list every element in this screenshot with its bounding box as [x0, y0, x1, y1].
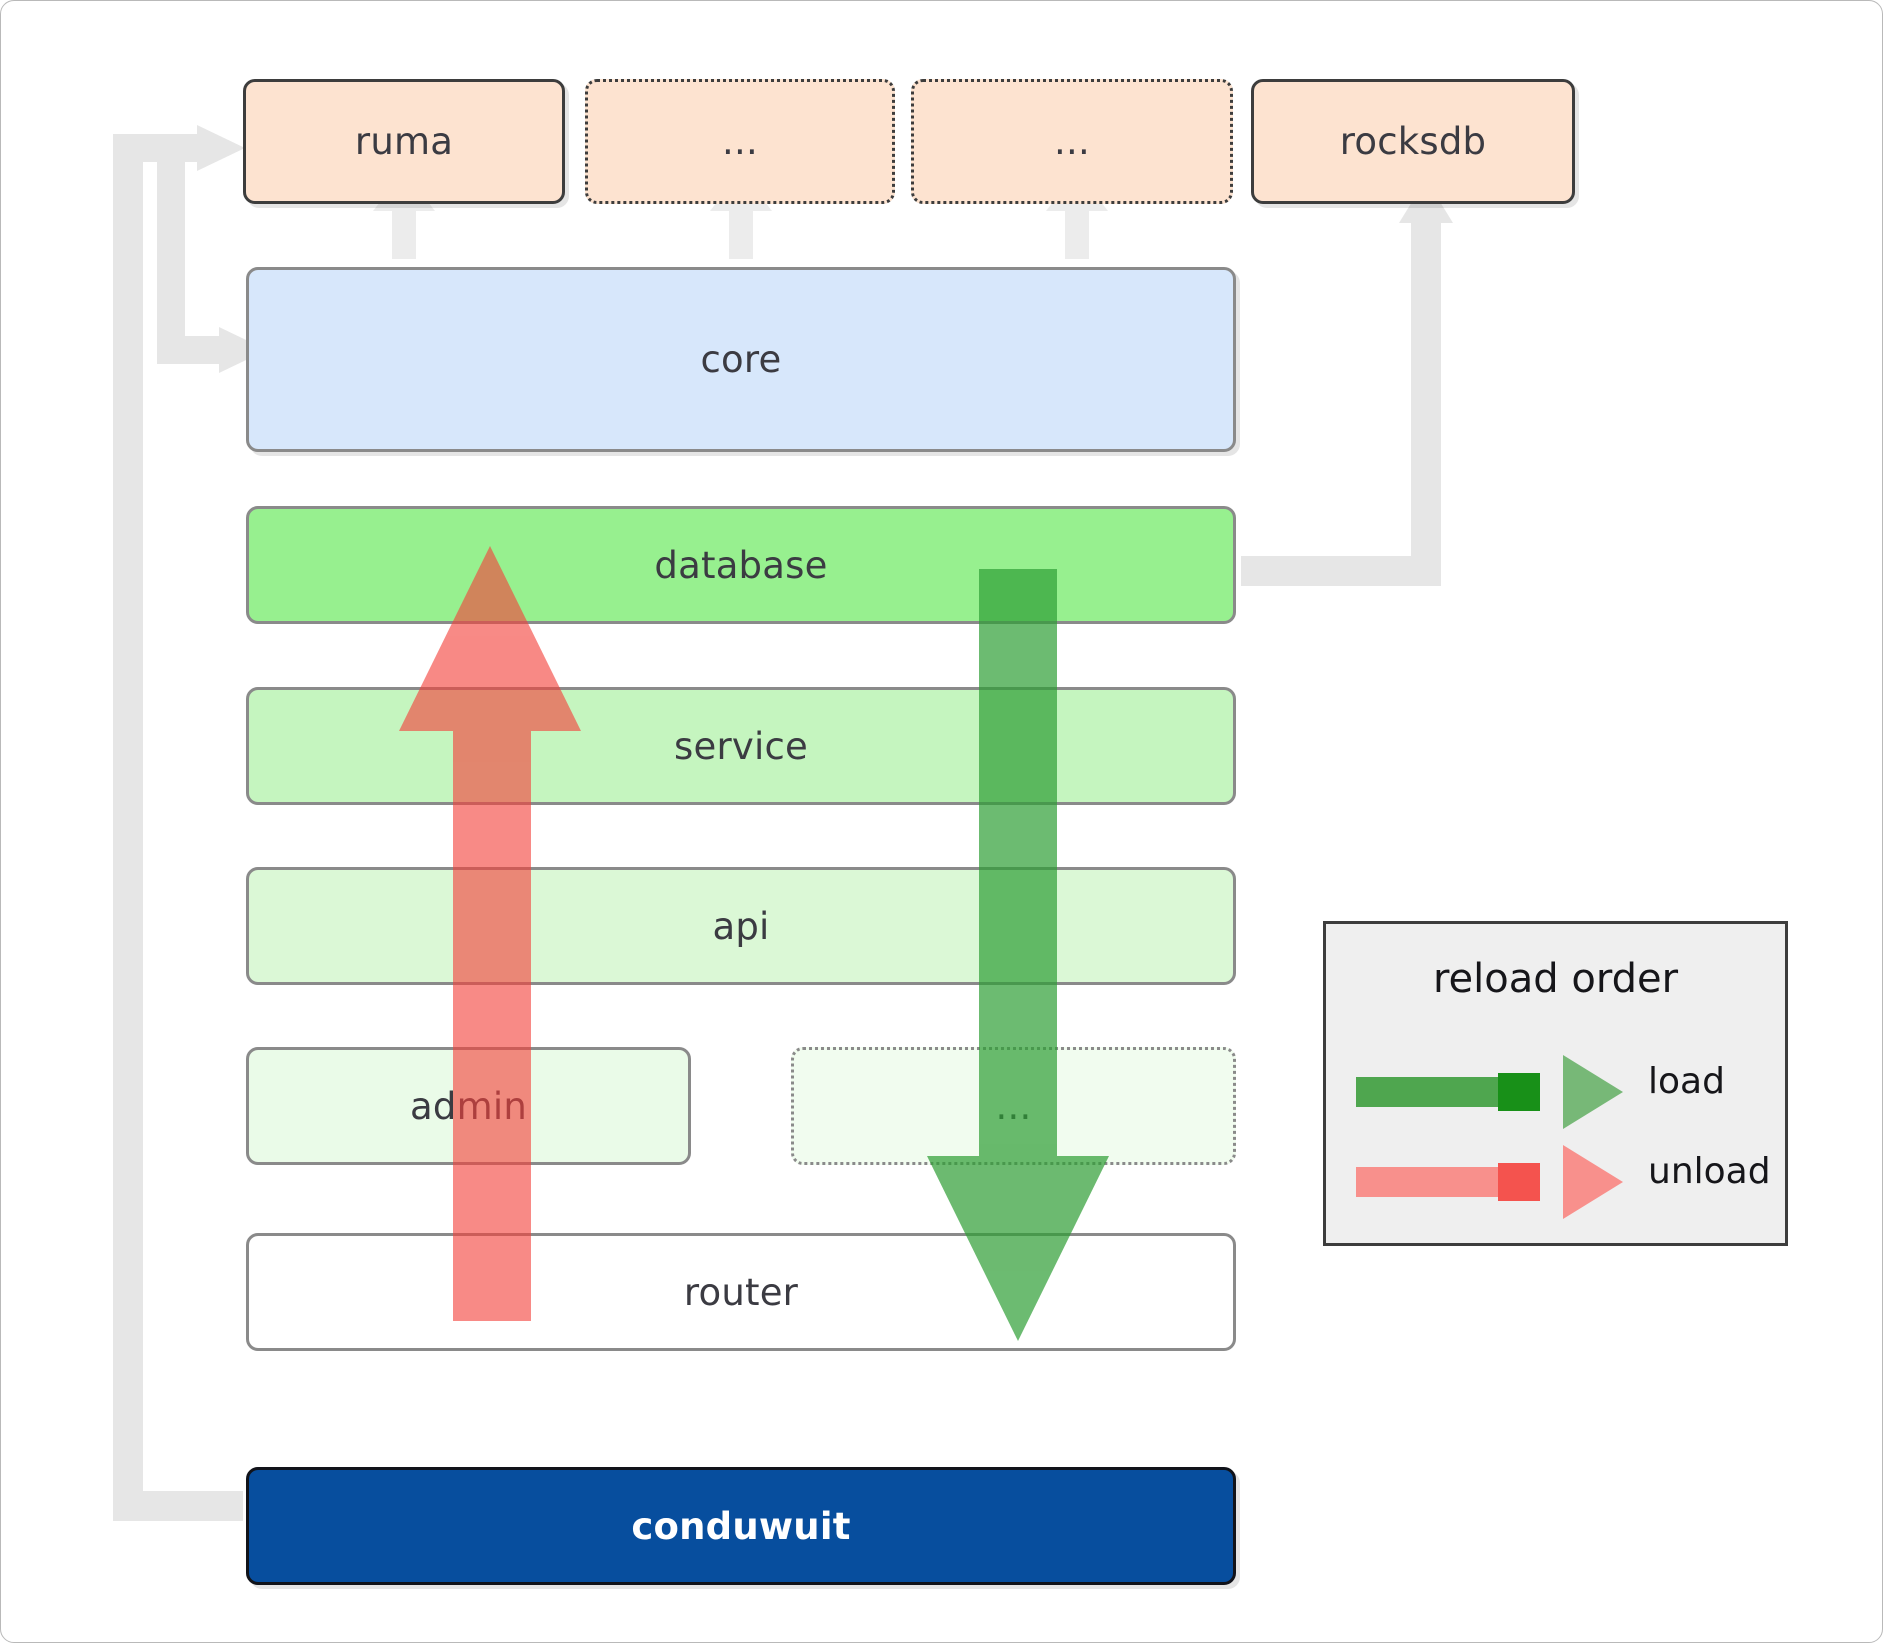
legend-title: reload order — [1432, 956, 1679, 1002]
node-dots-3[interactable]: ... — [791, 1047, 1236, 1165]
node-rocksdb[interactable]: rocksdb — [1251, 79, 1575, 204]
node-admin[interactable]: admin — [246, 1047, 691, 1165]
node-ruma-label: ruma — [354, 120, 454, 163]
node-ruma[interactable]: ruma — [243, 79, 565, 204]
legend-box: reload order load unload — [1323, 921, 1788, 1246]
node-core-label: core — [700, 338, 782, 381]
legend-label-load: load — [1648, 1061, 1725, 1102]
node-service[interactable]: service — [246, 687, 1236, 805]
node-core[interactable]: core — [246, 267, 1236, 452]
node-dots-3-label: ... — [995, 1084, 1032, 1128]
legend-row-load: load — [1326, 1055, 1785, 1129]
node-dots-1[interactable]: ... — [585, 79, 895, 204]
node-dots-2[interactable]: ... — [911, 79, 1233, 204]
node-dots-1-label: ... — [722, 120, 758, 163]
node-service-label: service — [674, 724, 808, 768]
node-rocksdb-label: rocksdb — [1339, 120, 1487, 163]
node-api[interactable]: api — [246, 867, 1236, 985]
legend-label-unload: unload — [1648, 1151, 1771, 1192]
node-conduwuit-label: conduwuit — [631, 1504, 851, 1548]
node-router-label: router — [683, 1270, 799, 1314]
unload-arrow-icon — [1356, 1145, 1623, 1219]
node-admin-label: admin — [410, 1084, 527, 1128]
node-api-label: api — [712, 904, 770, 948]
node-database-label: database — [654, 543, 828, 587]
node-router[interactable]: router — [246, 1233, 1236, 1351]
node-dots-2-label: ... — [1054, 120, 1090, 163]
node-database[interactable]: database — [246, 506, 1236, 624]
node-conduwuit[interactable]: conduwuit — [246, 1467, 1236, 1585]
legend-row-unload: unload — [1326, 1145, 1785, 1219]
load-arrow-icon — [1356, 1055, 1623, 1129]
